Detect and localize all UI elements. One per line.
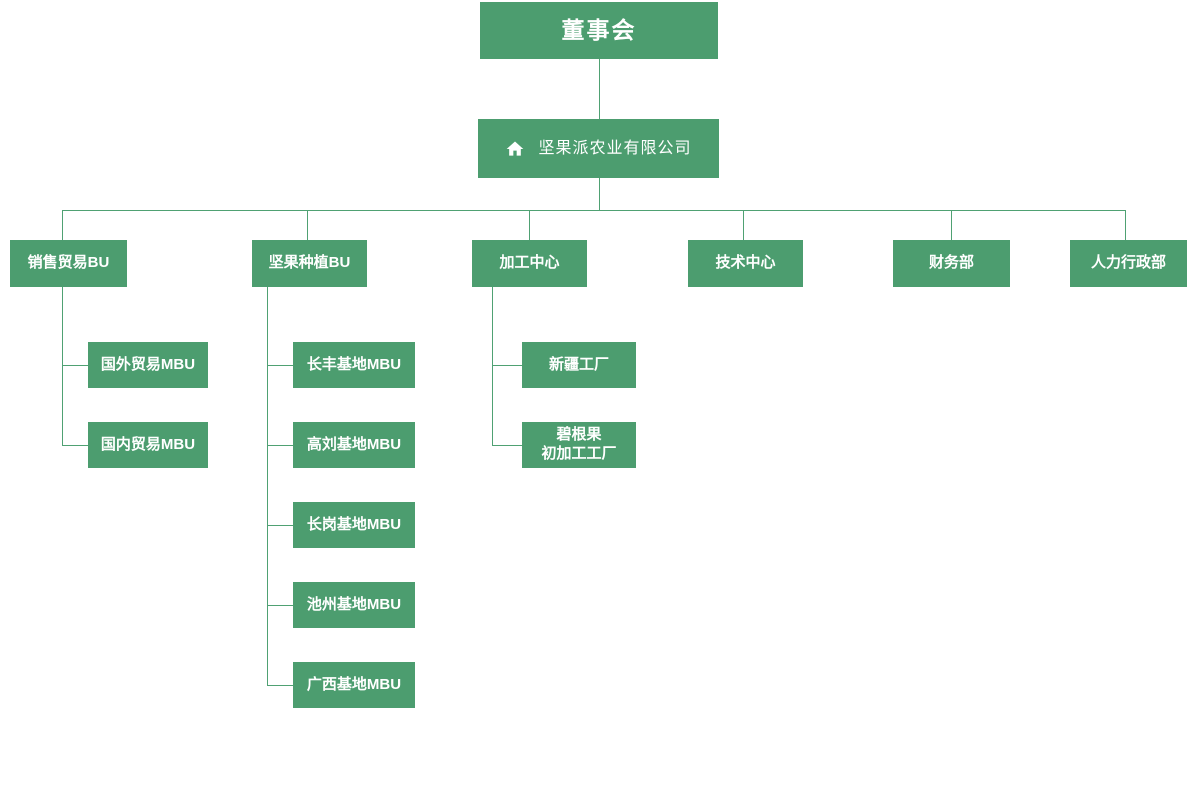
home-icon	[505, 139, 525, 159]
org-node-label: 碧根果 初加工工厂	[541, 426, 617, 462]
org-node-label: 新疆工厂	[548, 355, 609, 373]
connector-line	[267, 525, 293, 526]
connector-line	[492, 287, 493, 445]
org-node-changgang-base-mbu[interactable]: 长岗基地MBU	[293, 502, 415, 548]
connector-line	[62, 287, 63, 445]
org-node-board[interactable]: 董事会	[480, 2, 718, 59]
org-node-dept-finance[interactable]: 财务部	[893, 240, 1010, 287]
connector-line	[62, 365, 88, 366]
org-node-label: 国外贸易MBU	[100, 355, 196, 373]
org-node-foreign-trade-mbu[interactable]: 国外贸易MBU	[88, 342, 208, 388]
org-node-label: 财务部	[928, 254, 974, 272]
connector-line	[599, 59, 600, 119]
connector-line	[1125, 210, 1126, 240]
org-node-label: 坚果种植BU	[268, 254, 351, 272]
org-node-label: 销售贸易BU	[27, 254, 110, 272]
org-node-label: 长丰基地MBU	[306, 355, 402, 373]
connector-line	[492, 445, 522, 446]
org-node-pecan-primary-processing-factory[interactable]: 碧根果 初加工工厂	[522, 422, 636, 468]
connector-line	[62, 210, 1126, 211]
connector-line	[951, 210, 952, 240]
org-node-guangxi-base-mbu[interactable]: 广西基地MBU	[293, 662, 415, 708]
connector-line	[599, 178, 600, 210]
org-node-label: 广西基地MBU	[306, 675, 402, 693]
connector-line	[529, 210, 530, 240]
connector-line	[267, 445, 293, 446]
connector-line	[267, 605, 293, 606]
connector-line	[62, 445, 88, 446]
connector-line	[307, 210, 308, 240]
org-node-dept-hr-admin[interactable]: 人力行政部	[1070, 240, 1187, 287]
org-node-gaoliu-base-mbu[interactable]: 高刘基地MBU	[293, 422, 415, 468]
org-node-changfeng-base-mbu[interactable]: 长丰基地MBU	[293, 342, 415, 388]
org-node-label: 技术中心	[715, 254, 776, 272]
org-node-label: 人力行政部	[1090, 254, 1166, 272]
connector-line	[267, 365, 293, 366]
connector-line	[492, 365, 522, 366]
org-node-dept-processing-center[interactable]: 加工中心	[472, 240, 587, 287]
org-node-domestic-trade-mbu[interactable]: 国内贸易MBU	[88, 422, 208, 468]
org-node-dept-sales-trade-bu[interactable]: 销售贸易BU	[10, 240, 127, 287]
connector-line	[267, 287, 268, 685]
org-node-chizhou-base-mbu[interactable]: 池州基地MBU	[293, 582, 415, 628]
org-node-dept-nut-planting-bu[interactable]: 坚果种植BU	[252, 240, 367, 287]
org-node-label: 高刘基地MBU	[306, 435, 402, 453]
org-node-label: 加工中心	[499, 254, 560, 272]
org-node-label: 国内贸易MBU	[100, 435, 196, 453]
org-node-label: 长岗基地MBU	[306, 515, 402, 533]
org-node-label: 坚果派农业有限公司	[538, 139, 692, 157]
org-node-label: 池州基地MBU	[306, 595, 402, 613]
org-node-dept-tech-center[interactable]: 技术中心	[688, 240, 803, 287]
connector-line	[743, 210, 744, 240]
org-node-xinjiang-factory[interactable]: 新疆工厂	[522, 342, 636, 388]
connector-line	[267, 685, 293, 686]
org-node-company[interactable]: 坚果派农业有限公司	[478, 119, 719, 178]
connector-line	[62, 210, 63, 240]
org-node-label: 董事会	[561, 17, 637, 44]
